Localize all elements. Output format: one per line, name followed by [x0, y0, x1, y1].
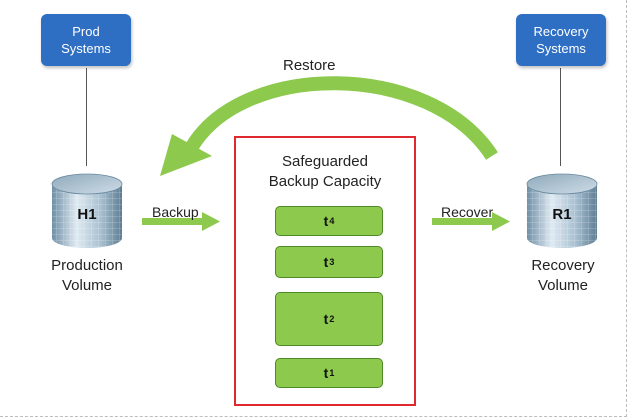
prod-connector-line	[86, 68, 87, 166]
safeguarded-title: Safeguarded Backup Capacity	[268, 153, 382, 190]
snapshot-t3-base: t	[323, 254, 329, 270]
snapshot-t2-base: t	[323, 311, 329, 327]
snapshot-t1-base: t	[323, 365, 329, 381]
snapshot-t4-base: t	[323, 213, 329, 229]
snapshot-t1-sub: 1	[329, 368, 335, 378]
backup-arrowhead	[202, 212, 220, 231]
restore-arrowhead	[160, 134, 212, 176]
backup-label: Backup	[152, 204, 199, 220]
recovery-volume-id: R1	[552, 206, 572, 223]
prod-systems-box: Prod Systems	[41, 14, 131, 66]
recover-arrow-shaft	[432, 218, 494, 225]
restore-label: Restore	[283, 57, 336, 74]
recovery-volume-cylinder	[526, 173, 598, 248]
restore-arrow	[183, 76, 498, 160]
recover-arrowhead	[492, 212, 510, 231]
backup-arrow-shaft	[142, 218, 204, 225]
recovery-systems-box: Recovery Systems	[516, 14, 606, 66]
snapshot-t2-sub: 2	[329, 314, 335, 324]
snapshot-t3-sub: 3	[329, 257, 335, 267]
recover-label: Recover	[441, 204, 494, 220]
recovery-volume-caption: Recovery Volume	[531, 257, 595, 294]
production-volume-caption: Production Volume	[51, 257, 123, 294]
snapshot-t4-sub: 4	[329, 216, 335, 226]
production-volume-id: H1	[77, 206, 97, 223]
recovery-connector-line	[560, 68, 561, 166]
production-volume-cylinder	[51, 173, 123, 248]
